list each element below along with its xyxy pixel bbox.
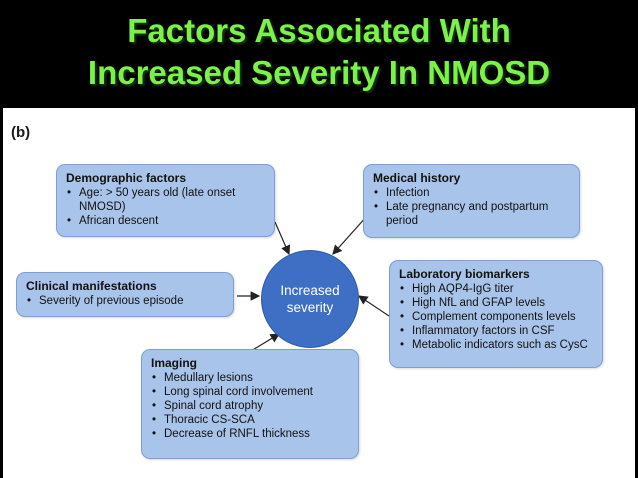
arrow-laboratory [358,295,390,317]
box-heading: Clinical manifestations [26,279,157,293]
bullet-list: Age: > 50 years old (late onset NMOSD) A… [66,186,265,228]
list-item: Severity of previous episode [26,294,224,308]
list-item: High AQP4-IgG titer [399,282,593,296]
list-item: Infection [373,186,570,200]
box-heading: Medical history [373,171,461,185]
diagram-panel: (b) Demographic factors Age: > 50 years … [3,108,635,478]
list-item: Inflammatory factors in CSF [399,324,593,338]
center-label-line-2: severity [286,300,334,315]
list-item: High NfL and GFAP levels [399,296,593,310]
box-heading: Imaging [151,356,198,370]
arrow-medical [332,215,368,255]
bullet-list: Infection Late pregnancy and postpartum … [373,186,570,228]
list-item: Late pregnancy and postpartum period [373,200,570,228]
title-line-1: Factors Associated With [127,12,511,49]
box-demographic-factors: Demographic factors Age: > 50 years old … [56,164,275,237]
list-item: Spinal cord atrophy [151,399,349,413]
list-item: Decrease of RNFL thickness [151,427,349,441]
list-item: Complement components levels [399,310,593,324]
bullet-list: High AQP4-IgG titer High NfL and GFAP le… [399,282,593,352]
center-node-increased-severity: Increased severity [261,250,359,348]
center-label-line-1: Increased [280,283,340,298]
arrow-imaging [250,333,281,352]
figure-label: (b) [11,124,31,141]
box-medical-history: Medical history Infection Late pregnancy… [363,164,580,238]
slide-title: Factors Associated With Increased Severi… [0,0,638,104]
box-laboratory-biomarkers: Laboratory biomarkers High AQP4-IgG tite… [389,260,603,368]
list-item: African descent [66,214,265,228]
list-item: Metabolic indicators such as CysC [399,338,593,352]
bullet-list: Severity of previous episode [26,294,224,308]
list-item: Long spinal cord involvement [151,385,349,399]
box-clinical-manifestations: Clinical manifestations Severity of prev… [16,272,234,317]
box-heading: Demographic factors [66,171,187,185]
list-item: Thoracic CS-SCA [151,413,349,427]
title-line-2: Increased Severity In NMOSD [87,54,551,91]
bullet-list: Medullary lesions Long spinal cord invol… [151,371,349,441]
box-heading: Laboratory biomarkers [399,267,530,281]
arrows-layer [237,215,390,352]
box-imaging: Imaging Medullary lesions Long spinal co… [141,349,359,459]
list-item: Medullary lesions [151,371,349,385]
arrow-demographic [274,221,291,256]
list-item: Age: > 50 years old (late onset NMOSD) [66,186,265,214]
